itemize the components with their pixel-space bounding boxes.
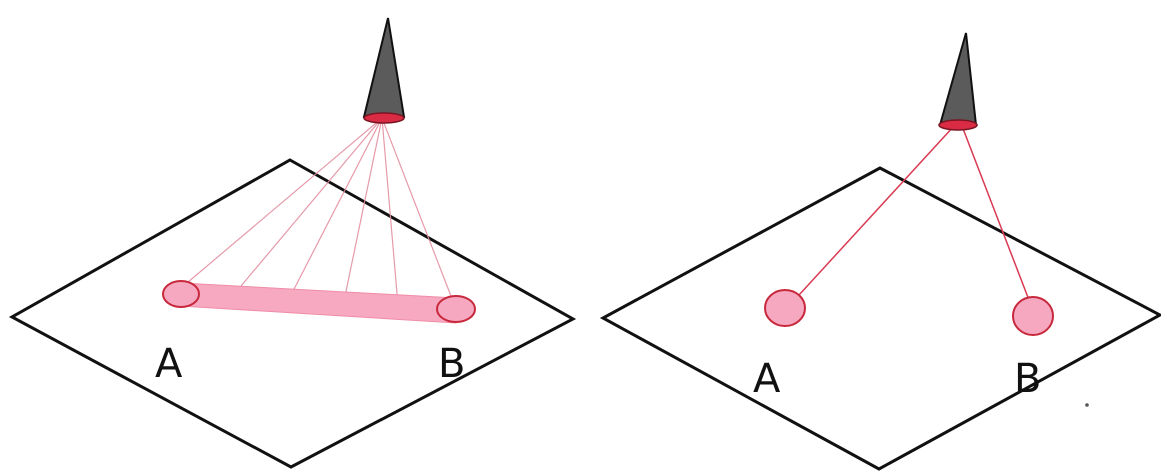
left-plane xyxy=(8,158,577,469)
left-beam-line-4 xyxy=(343,117,383,302)
left-beam-lines xyxy=(180,117,457,310)
right-projector-body xyxy=(938,32,978,126)
left-label-b: B xyxy=(438,341,465,387)
right-panel: A B xyxy=(599,32,1161,471)
left-beam-line-2 xyxy=(235,117,383,293)
left-beam-line-6 xyxy=(381,117,457,310)
left-beam-line-3 xyxy=(289,117,383,298)
left-beam-line-5 xyxy=(381,117,399,306)
projector-icon xyxy=(938,32,978,131)
right-beam-a xyxy=(787,125,955,308)
left-spot-a xyxy=(162,280,200,308)
left-beam-line-1 xyxy=(180,117,383,289)
left-label-a: A xyxy=(155,341,183,387)
right-plane xyxy=(599,166,1161,471)
small-dot xyxy=(1085,403,1089,407)
left-projector-body xyxy=(362,17,406,118)
projector-icon xyxy=(362,17,406,124)
left-projector-lens xyxy=(363,112,405,124)
right-spot-b xyxy=(1012,296,1054,336)
left-panel: A B xyxy=(8,17,577,469)
right-label-b: B xyxy=(1014,356,1041,402)
right-beam-b xyxy=(961,125,1035,314)
right-label-a: A xyxy=(753,356,781,402)
left-spot-b xyxy=(436,295,476,323)
right-spot-a xyxy=(764,289,806,327)
right-projector-lens xyxy=(938,119,978,131)
